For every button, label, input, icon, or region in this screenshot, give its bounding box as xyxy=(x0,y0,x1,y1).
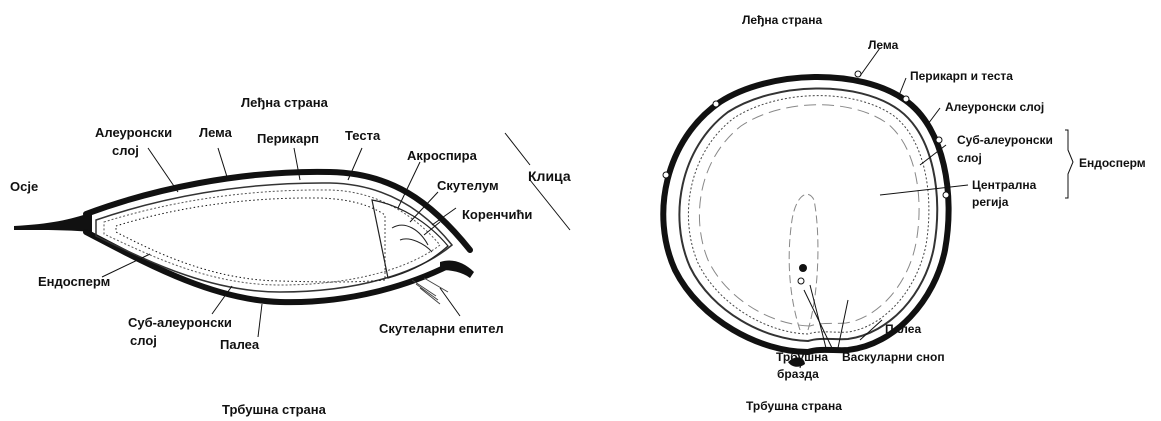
label-r-vascular-bundle: Васкуларни сноп xyxy=(842,350,945,364)
label-testa: Теста xyxy=(345,128,381,143)
label-r-endosperm: Ендосперм xyxy=(1079,156,1146,170)
endosperm-bracket xyxy=(1065,130,1073,198)
husk-node-3 xyxy=(936,137,942,143)
label-r-furrow: Трбушна xyxy=(776,350,828,364)
husk-node-4 xyxy=(943,192,949,198)
label-sub-aleurone-line2: слој xyxy=(130,333,157,348)
leader-aleurone xyxy=(148,148,178,192)
husk-node-2 xyxy=(903,96,909,102)
rootlets-shape xyxy=(392,225,432,252)
vascular-bundle-ring xyxy=(798,278,804,284)
label-endosperm: Ендосперм xyxy=(38,274,110,289)
label-r-ventral-side: Трбушна страна xyxy=(746,399,842,413)
label-germ: Клица xyxy=(528,168,571,184)
husk-node-6 xyxy=(663,172,669,178)
label-r-dorsal-side: Леђна страна xyxy=(742,13,822,27)
label-aleurone: Алеуронски xyxy=(95,125,172,140)
vascular-bundle-dot xyxy=(799,264,807,272)
husk-node-5 xyxy=(713,101,719,107)
transverse-section: Леђна страна Лема Перикарп и теста Алеур… xyxy=(663,13,1146,413)
sub-aleurone-ring xyxy=(699,105,919,326)
leader-scutellar-epithelium xyxy=(440,288,460,316)
label-scutellum: Скутелум xyxy=(437,178,499,193)
leader-lemma xyxy=(218,148,228,180)
leader-palea xyxy=(258,304,262,337)
label-r-sub-aleurone: Суб-алеуронски xyxy=(957,133,1053,147)
label-r-pericarp-testa: Перикарп и теста xyxy=(910,69,1013,83)
label-r-central-line2: регија xyxy=(972,195,1009,209)
leader-r-aleurone xyxy=(928,108,940,124)
label-r-furrow-line2: бразда xyxy=(777,367,819,381)
label-sub-aleurone: Суб-алеуронски xyxy=(128,315,232,330)
awn-shape xyxy=(14,212,92,232)
leader-r-lemma xyxy=(860,48,880,76)
aleurone-ring xyxy=(688,96,928,334)
leader-r-vascular-3 xyxy=(838,300,848,348)
leader-r-central xyxy=(880,185,968,195)
label-acrospire: Акроспира xyxy=(407,148,478,163)
husk-outline xyxy=(663,77,948,352)
label-r-sub-aleurone-line2: слој xyxy=(957,151,982,165)
label-awn: Осје xyxy=(10,179,38,194)
label-r-lemma: Лема xyxy=(868,38,899,52)
husk-node-1 xyxy=(855,71,861,77)
longitudinal-section: Леђна страна Алеуронски слој Лема Перика… xyxy=(10,95,571,417)
label-rootlets: Коренчићи xyxy=(462,207,532,222)
label-r-aleurone: Алеуронски слој xyxy=(945,100,1044,114)
leader-r-palea xyxy=(860,320,882,340)
pericarp-testa-layer xyxy=(679,88,937,341)
label-dorsal-side: Леђна страна xyxy=(241,95,329,110)
base-tuft xyxy=(440,260,474,278)
label-aleurone-line2: слој xyxy=(112,143,139,158)
label-lemma: Лема xyxy=(199,125,233,140)
label-scutellar-epithelium: Скутеларни епител xyxy=(379,321,504,336)
label-pericarp: Перикарп xyxy=(257,131,319,146)
label-ventral-side: Трбушна страна xyxy=(222,402,327,417)
label-palea: Палеа xyxy=(220,337,260,352)
label-r-palea: Палеа xyxy=(885,322,921,336)
label-r-central: Централна xyxy=(972,178,1037,192)
